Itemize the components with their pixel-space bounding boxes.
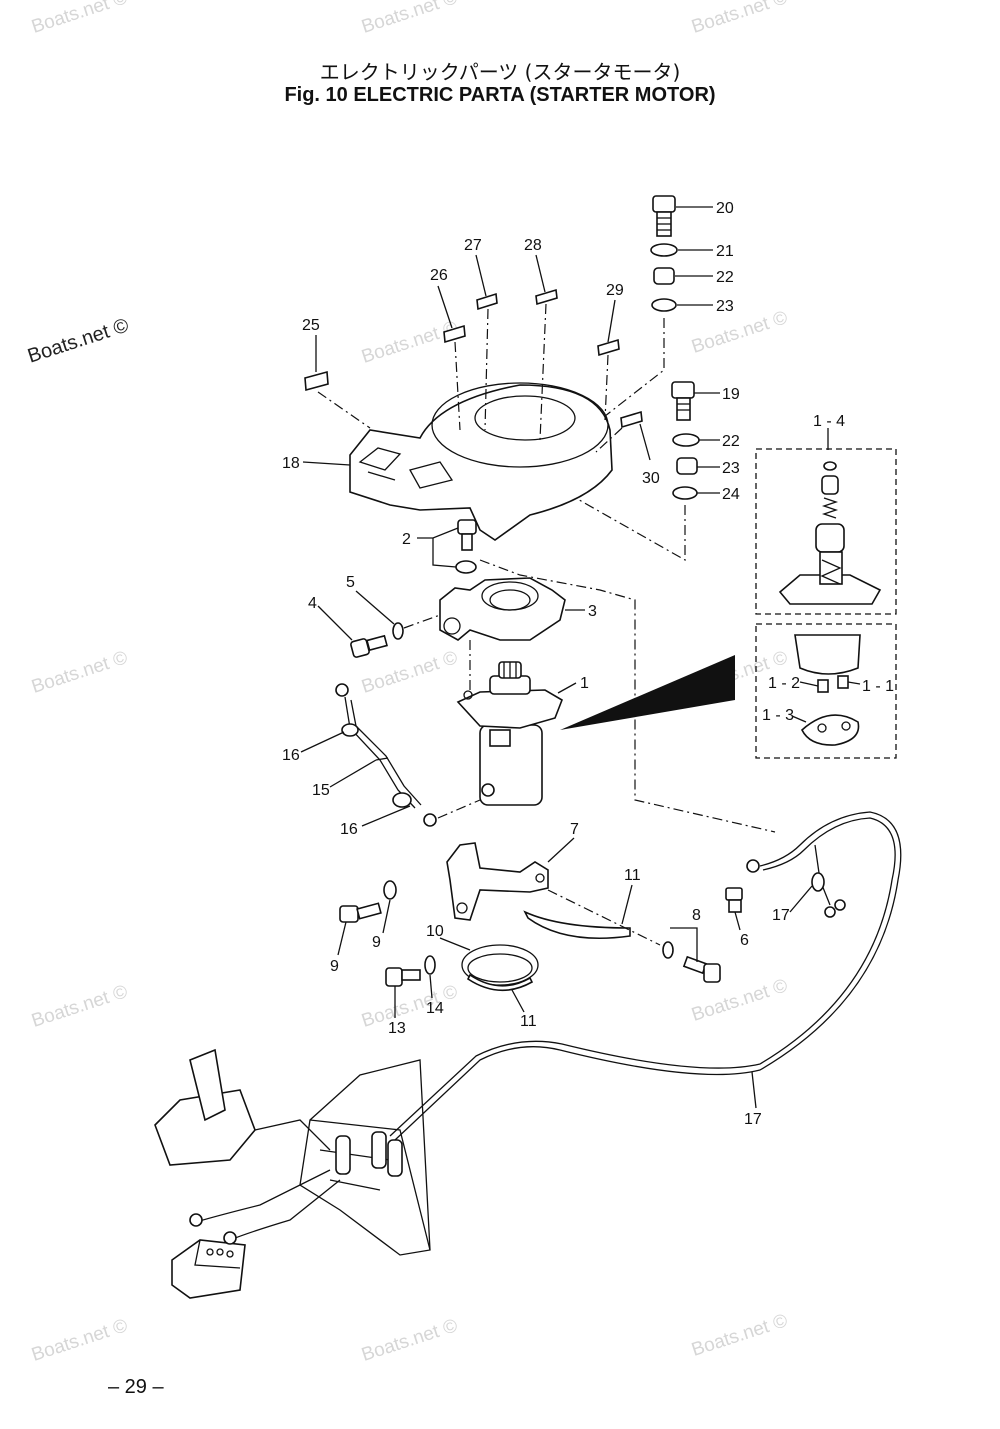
starter-motor-1	[456, 661, 563, 806]
washer-24	[672, 486, 698, 500]
bolt-21	[652, 195, 676, 237]
callout-14: 14	[426, 1000, 444, 1017]
callout-11: 10	[426, 923, 444, 940]
label-25	[304, 370, 329, 392]
callout-10: 9	[372, 934, 381, 951]
callout-22: 22	[722, 433, 740, 450]
callout-16: 16	[340, 821, 358, 838]
callout-3: 3	[588, 603, 597, 620]
cable-17	[389, 811, 902, 1141]
detail-box-1-4	[755, 448, 897, 615]
callout-1-2: 1 - 2	[768, 675, 800, 692]
callout-21: 20	[716, 200, 734, 217]
collar-23	[676, 457, 698, 475]
callout-6: 6	[740, 932, 749, 949]
callouts: 20 21 22 23 27 28 26 29 25 19 22 23 24 3…	[282, 200, 894, 1128]
washer-22	[650, 243, 678, 257]
bolt-20	[671, 381, 695, 421]
battery	[171, 1239, 246, 1299]
callout-16: 16	[282, 747, 300, 764]
callout-23: 22	[716, 269, 734, 286]
callout-4: 4	[308, 595, 317, 612]
callout-24: 23	[716, 298, 734, 315]
engine-block	[299, 1059, 431, 1256]
callout-13: 13	[388, 1020, 406, 1037]
pinion-assembly	[778, 461, 882, 605]
collar-23	[653, 267, 675, 285]
callout-22: 21	[716, 243, 734, 260]
callout-27: 27	[464, 237, 482, 254]
callout-7: 7	[570, 821, 579, 838]
washer-24	[651, 298, 677, 312]
brush-assembly	[794, 634, 861, 746]
callout-9: 9	[330, 958, 339, 975]
callout-8: 8	[692, 907, 701, 924]
callout-23: 23	[722, 460, 740, 477]
callout-29: 29	[606, 282, 624, 299]
washer-10	[383, 880, 397, 900]
callout-26: 26	[430, 267, 448, 284]
label-26	[443, 324, 466, 344]
callout-28: 28	[524, 237, 542, 254]
callout-1-1: 1 - 1	[862, 678, 894, 695]
bolt-2	[457, 519, 477, 551]
callout-12: 11	[624, 867, 641, 884]
figure-title: Fig. 10 ELECTRIC PARTA (STARTER MOTOR)	[284, 84, 716, 106]
callout-1: 1	[580, 675, 589, 692]
callout-2: 2	[402, 531, 411, 548]
label-28	[535, 288, 558, 306]
label-30	[620, 410, 643, 429]
callout-30: 30	[642, 470, 660, 487]
remote-control-box	[154, 1048, 331, 1166]
callout-1-4: 1 - 4	[813, 413, 845, 430]
detail-pointer	[560, 655, 735, 730]
bolt-13	[385, 967, 421, 987]
callout-19: 18	[282, 455, 300, 472]
callout-24: 24	[722, 486, 740, 503]
bolt-9	[339, 902, 382, 923]
callout-5: 5	[346, 574, 355, 591]
washer-22	[672, 433, 700, 447]
callout-1-3: 1 - 3	[762, 707, 794, 724]
label-29	[597, 338, 620, 357]
bolt-4	[350, 634, 388, 658]
page-number: – 29 –	[108, 1376, 164, 1398]
figure-title-japanese: エレクトリックパーツ (スタータモータ)	[319, 60, 681, 84]
label-27	[476, 292, 498, 311]
washer-8	[662, 941, 674, 959]
washer-14	[424, 955, 436, 975]
washer-2	[455, 560, 477, 574]
washer-5	[392, 622, 404, 640]
flywheel-cover-19	[349, 382, 613, 541]
strap-12	[523, 910, 631, 940]
bolt-8	[682, 955, 721, 983]
bolt-6	[725, 887, 743, 913]
cable-15	[335, 683, 437, 827]
bracket-3	[439, 577, 566, 641]
callout-11: 11	[520, 1013, 537, 1030]
callout-25: 25	[302, 317, 320, 334]
callout-20: 19	[722, 386, 740, 403]
callout-18: 17	[772, 907, 790, 924]
callout-17: 17	[744, 1111, 762, 1128]
clamp-11	[461, 944, 539, 992]
callout-15: 15	[312, 782, 330, 799]
bracket-7	[446, 842, 549, 921]
detail-box-brushes	[755, 623, 897, 759]
